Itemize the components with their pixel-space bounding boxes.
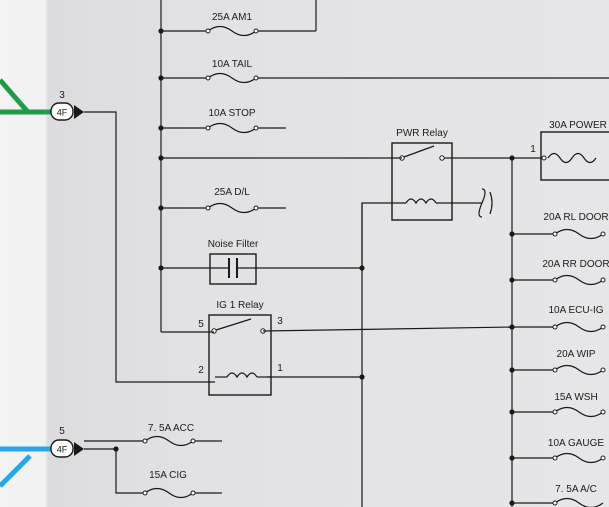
fuse-10a-stop-label: 10A STOP <box>208 108 255 119</box>
fuse-10a-tail-label: 10A TAIL <box>212 59 253 70</box>
fuse-20a-rr-door-label: 20A RR DOOR <box>542 259 609 270</box>
fuse-30a-power-label: 30A POWER <box>549 120 607 131</box>
noise-filter-label: Noise Filter <box>208 239 259 250</box>
connector-4f-top-code: 4F <box>57 108 68 118</box>
ig1-pin-2: 2 <box>198 365 204 376</box>
green-harness-wire <box>0 78 52 115</box>
fuse-20a-wip-label: 20A WIP <box>557 349 596 360</box>
fuse-10a-stop: 10A STOP <box>205 108 259 134</box>
fuse-25a-dl-label: 25A D/L <box>214 187 250 198</box>
connector-4f-top: 4F 3 <box>50 90 84 121</box>
power-pin-1: 1 <box>530 144 536 155</box>
blue-harness-wire <box>0 446 52 488</box>
fuse-7-5a-ac: 7. 5A A/C <box>552 484 604 507</box>
ig1-relay-label: IG 1 Relay <box>216 300 263 311</box>
fuse-20a-rl-door-label: 20A RL DOOR <box>543 212 608 223</box>
ig1-pin-1: 1 <box>277 363 283 374</box>
fuse-10a-ecu-ig: 10A ECU-IG <box>548 305 606 333</box>
noise-filter: Noise Filter <box>208 239 259 285</box>
fuse-7-5a-ac-label: 7. 5A A/C <box>555 484 597 495</box>
fuse-10a-ecu-ig-label: 10A ECU-IG <box>548 305 603 316</box>
ig1-pin-3: 3 <box>277 316 283 327</box>
connector-4f-top-pin: 3 <box>59 90 65 101</box>
fuse-25a-am1: 25A AM1 <box>205 12 259 37</box>
fuse-7-5a-acc-label: 7. 5A ACC <box>148 423 194 434</box>
ig1-pin-5: 5 <box>198 319 204 330</box>
junction-dots <box>113 28 515 506</box>
fuse-20a-rr-door: 20A RR DOOR <box>542 259 609 286</box>
connector-4f-bottom-pin: 5 <box>59 426 65 437</box>
fuse-30a-power: 30A POWER 1 <box>530 120 609 181</box>
fuse-15a-wsh: 15A WSH <box>552 392 606 418</box>
pwr-relay: PWR Relay <box>391 128 453 221</box>
connector-4f-bottom-code: 4F <box>57 445 68 455</box>
connector-4f-bottom: 4F 5 <box>50 426 84 458</box>
fuse-20a-rl-door: 20A RL DOOR <box>543 212 609 240</box>
fuse-10a-tail: 10A TAIL <box>205 59 259 84</box>
fuse-15a-cig-label: 15A CIG <box>149 470 187 481</box>
fuse-25a-dl: 25A D/L <box>205 187 259 214</box>
fuse-15a-wsh-label: 15A WSH <box>554 392 597 403</box>
fuse-20a-wip: 20A WIP <box>552 349 606 376</box>
fuse-10a-gauge-label: 10A GAUGE <box>548 438 604 449</box>
fuse-25a-am1-label: 25A AM1 <box>212 12 252 23</box>
ig1-relay: IG 1 Relay 5 3 2 1 <box>198 300 283 396</box>
pwr-relay-label: PWR Relay <box>396 128 448 139</box>
fuse-7-5a-acc: 7. 5A ACC <box>142 423 196 447</box>
fuse-15a-cig: 15A CIG <box>142 470 196 499</box>
fuse-10a-gauge: 10A GAUGE <box>548 438 606 464</box>
